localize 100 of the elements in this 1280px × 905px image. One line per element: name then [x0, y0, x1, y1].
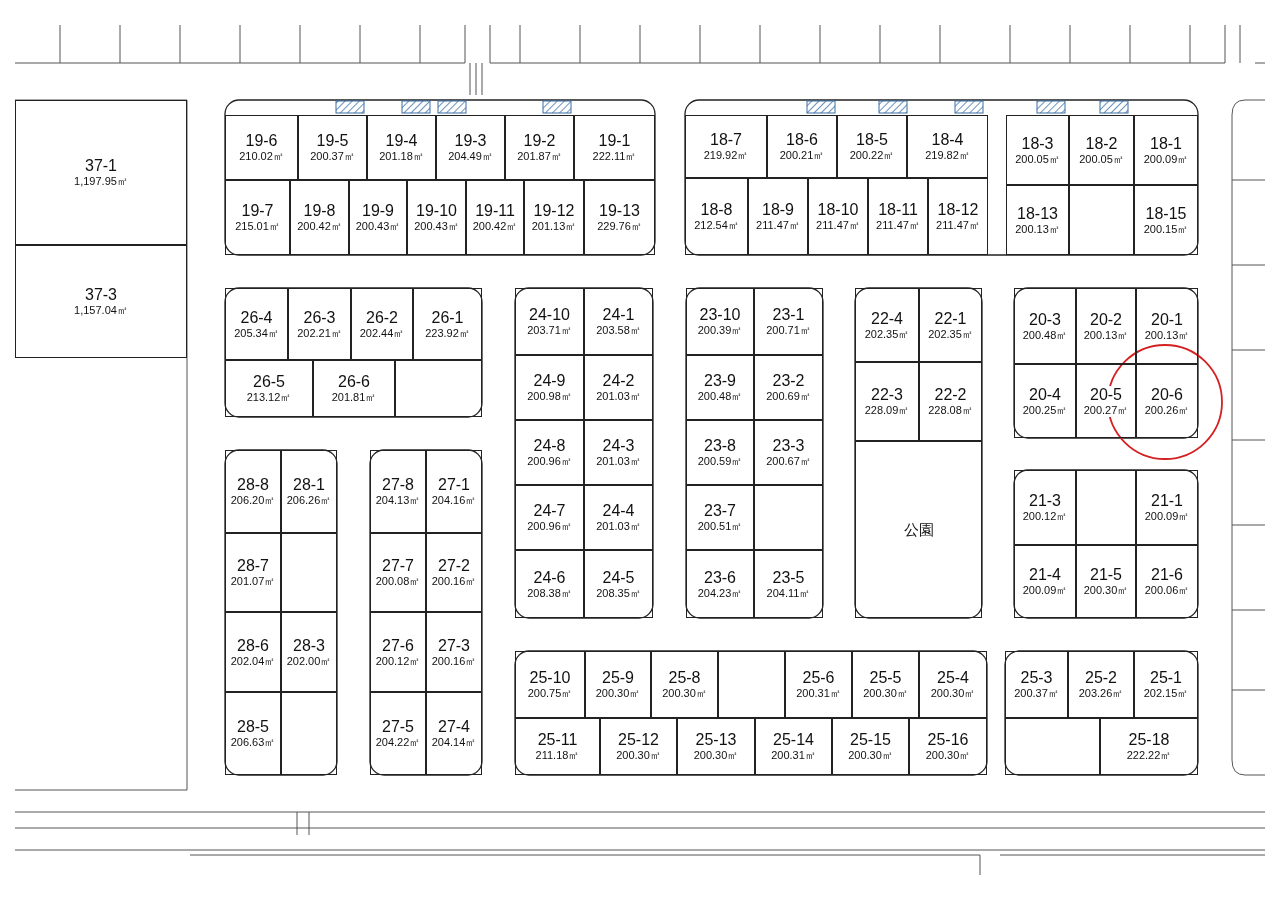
lot-parcel [413, 288, 482, 360]
lot-parcel [686, 550, 754, 618]
lot-area: 201.87㎡ [516, 150, 563, 163]
lot-parcel [15, 245, 187, 358]
lot-parcel [685, 115, 767, 178]
lot-parcel [524, 180, 584, 255]
lot-area: 202.15㎡ [1142, 687, 1190, 700]
lot-area: 200.09㎡ [1021, 584, 1069, 597]
lot-parcel [370, 533, 426, 612]
lot-parcel [718, 651, 785, 718]
lot-parcel [584, 420, 653, 485]
lot-parcel [1134, 115, 1198, 185]
lot-parcel [298, 115, 367, 180]
lot-parcel [909, 718, 987, 775]
lot-parcel [225, 360, 313, 417]
lot-area: 200.30㎡ [1082, 584, 1130, 597]
lot-area: 203.26㎡ [1077, 687, 1125, 700]
lot-area: 201.18㎡ [378, 150, 425, 163]
lot-parcel [225, 692, 281, 775]
lot-parcel [868, 178, 928, 255]
lot-area: 1,197.95㎡ [73, 175, 129, 188]
lot-parcel [515, 420, 584, 485]
lot-area: 222.22㎡ [1125, 749, 1173, 762]
lot-parcel [677, 718, 755, 775]
lot-parcel [515, 288, 584, 355]
lot-area: 200.59㎡ [696, 455, 744, 468]
lot-parcel [367, 115, 436, 180]
lot-parcel [855, 288, 919, 362]
lot-area: 201.03㎡ [595, 390, 642, 403]
lot-parcel [919, 651, 987, 718]
lot-parcel [1076, 545, 1136, 618]
lot-parcel [1076, 364, 1136, 438]
lot-parcel [907, 115, 988, 178]
lot-parcel [574, 115, 655, 180]
lot-parcel [1005, 651, 1068, 718]
lot-parcel [584, 355, 653, 420]
lot-parcel [395, 360, 482, 417]
lot-parcel [281, 692, 337, 775]
lot-parcel [785, 651, 852, 718]
lot-parcel [855, 441, 982, 618]
lot-parcel [281, 450, 337, 533]
lot-area: 200.96㎡ [526, 455, 573, 468]
lot-parcel [1136, 545, 1198, 618]
lot-parcel [754, 420, 823, 485]
lot-parcel [1100, 718, 1198, 775]
lot-area: 203.58㎡ [595, 324, 642, 337]
lot-area: 201.81㎡ [330, 391, 378, 404]
lot-parcel [1069, 115, 1134, 185]
lot-parcel [919, 288, 982, 362]
lot-area: 219.92㎡ [702, 149, 750, 162]
lot-parcel [919, 362, 982, 441]
lot-area: 200.16㎡ [430, 575, 478, 588]
lot-parcel [1014, 470, 1076, 545]
lot-parcel [651, 651, 718, 718]
lot-area: 213.12㎡ [245, 391, 293, 404]
lot-parcel [1014, 364, 1076, 438]
lot-area: 200.06㎡ [1143, 584, 1191, 597]
lot-parcel [1006, 185, 1069, 255]
lot-area: 211.47㎡ [755, 219, 801, 232]
lot-area: 204.49㎡ [447, 150, 494, 163]
lot-parcel [225, 533, 281, 612]
lot-parcel [349, 180, 407, 255]
lot-parcel [370, 692, 426, 775]
lot-area: 204.22㎡ [374, 736, 422, 749]
lot-area: 200.30㎡ [929, 687, 977, 700]
lot-parcel [584, 550, 653, 618]
lot-parcel [288, 288, 351, 360]
lot-area: 229.76㎡ [596, 220, 643, 233]
lot-parcel [370, 450, 426, 533]
lot-parcel [686, 288, 754, 355]
lot-area: 200.67㎡ [765, 455, 812, 468]
lot-area: 211.18㎡ [534, 749, 581, 762]
lot-parcel [225, 450, 281, 533]
lot-parcel [1134, 651, 1198, 718]
lot-area: 228.08㎡ [927, 404, 974, 417]
lot-parcel [584, 485, 653, 550]
lot-area: 200.30㎡ [847, 749, 894, 762]
lot-area: 201.03㎡ [595, 455, 642, 468]
lot-parcel [928, 178, 988, 255]
lot-parcel [852, 651, 919, 718]
lot-parcel [748, 178, 808, 255]
lot-parcel [685, 178, 748, 255]
lot-area: 200.22㎡ [848, 149, 896, 162]
lot-area: 200.69㎡ [765, 390, 812, 403]
lot-area: 204.14㎡ [430, 736, 478, 749]
lot-parcel [426, 692, 482, 775]
lot-area: 200.21㎡ [778, 149, 826, 162]
lot-parcel [407, 180, 466, 255]
lot-area: 206.20㎡ [229, 494, 277, 507]
lot-parcel [505, 115, 574, 180]
lot-parcel [515, 355, 584, 420]
lot-area: 201.07㎡ [229, 575, 277, 588]
lot-area: 211.47㎡ [935, 219, 981, 232]
lot-parcel [515, 485, 584, 550]
lot-parcel [225, 115, 298, 180]
lot-parcel [426, 612, 482, 692]
lot-area: 228.09㎡ [863, 404, 911, 417]
lot-area: 222.11㎡ [591, 150, 638, 163]
lot-area: 204.16㎡ [430, 494, 478, 507]
lot-parcel [1136, 364, 1198, 438]
